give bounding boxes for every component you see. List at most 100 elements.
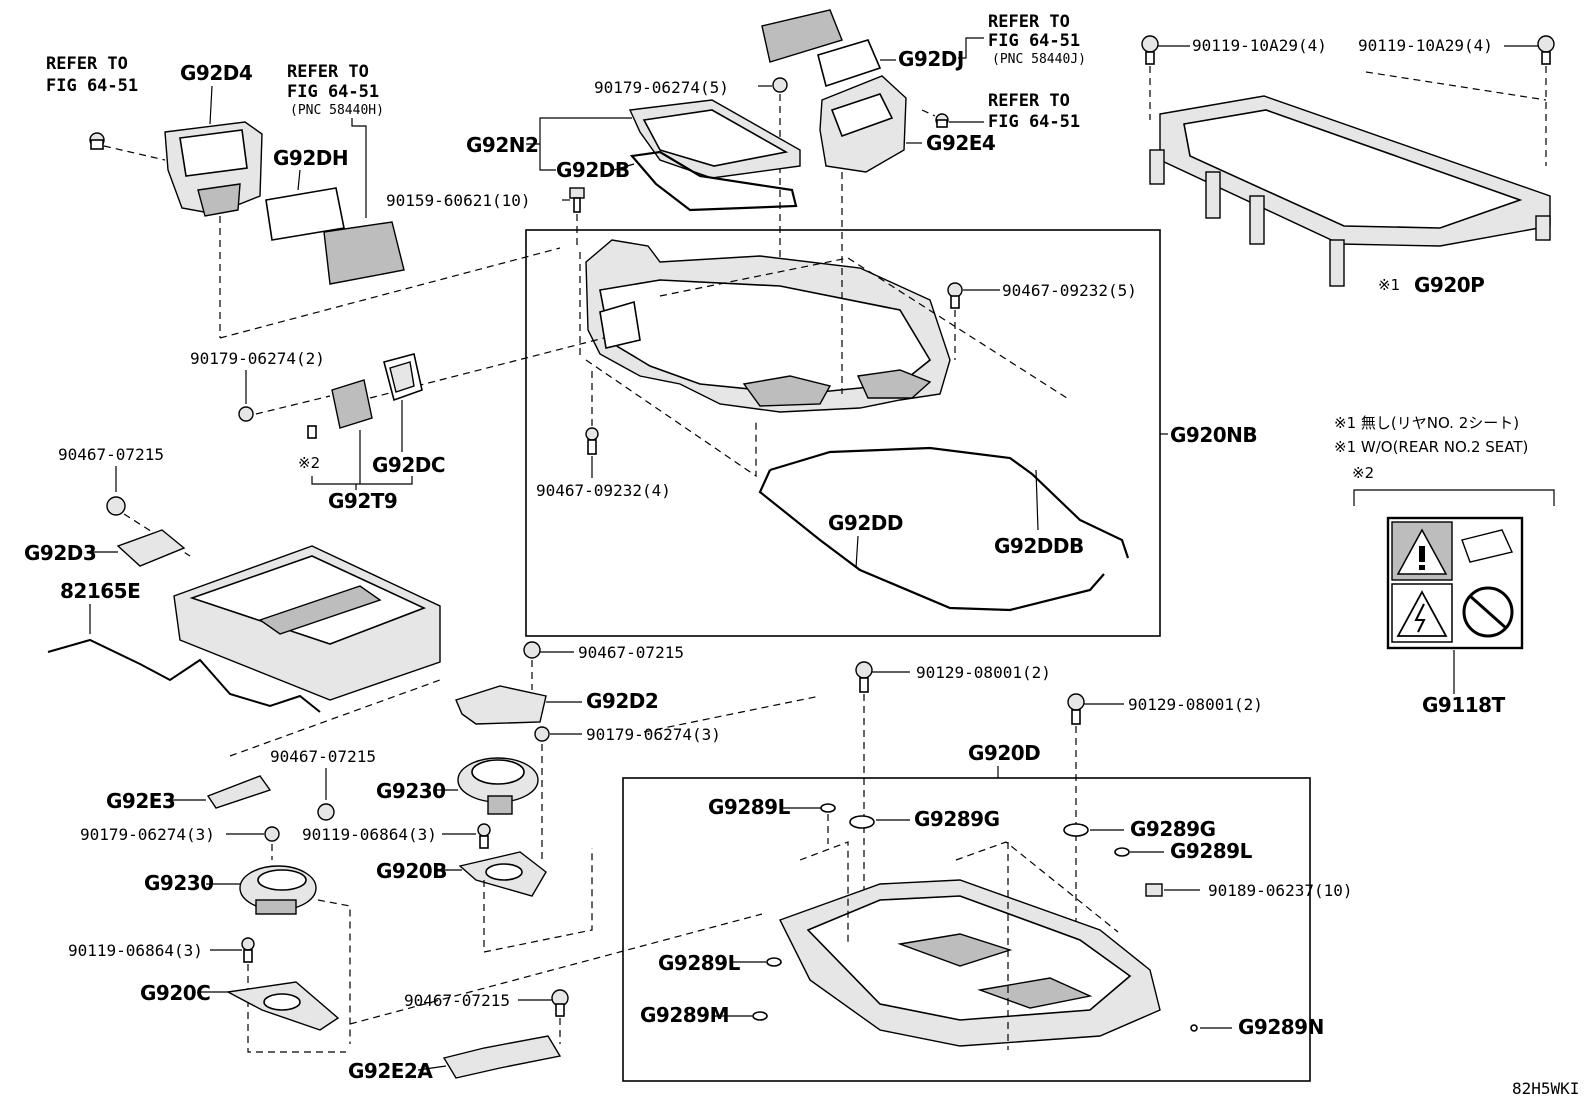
label-g9118t: G9118T bbox=[1422, 693, 1506, 717]
clip-icon bbox=[1145, 883, 1163, 897]
clip-icon bbox=[106, 496, 126, 516]
label-g92e3: G92E3 bbox=[106, 789, 175, 813]
ref-top-left-line2: FIG 64-51 bbox=[46, 76, 138, 96]
gasket-g92db bbox=[629, 150, 798, 212]
label-g92dj: G92DJ bbox=[898, 47, 964, 71]
label-g920b: G920B bbox=[376, 859, 447, 883]
filter-g92t9 bbox=[331, 379, 373, 429]
lower-cover-frame bbox=[622, 777, 1311, 1082]
label-90179-06274-3a: 90179-06274(3) bbox=[586, 725, 721, 744]
label-82165e: 82165E bbox=[60, 579, 140, 603]
washer-g9289l-a bbox=[820, 803, 836, 813]
label-g92d3: G92D3 bbox=[24, 541, 96, 565]
label-90179-06274-2: 90179-06274(2) bbox=[190, 349, 325, 368]
label-g92t9: G92T9 bbox=[328, 489, 397, 513]
duct-g92d2 bbox=[455, 685, 547, 725]
label-g92dh: G92DH bbox=[273, 146, 348, 170]
nut-icon bbox=[534, 726, 550, 742]
washer-g9289g-a bbox=[849, 815, 875, 829]
mark1-near-g920p: ※1 bbox=[1378, 276, 1400, 294]
filter-frame-g92dh bbox=[265, 187, 345, 241]
label-90129-08001-a: 90129-08001(2) bbox=[916, 663, 1051, 682]
ref-mid-left-line1: REFER TO bbox=[287, 62, 369, 82]
clip-icon bbox=[947, 282, 963, 309]
label-g9289g-b: G9289G bbox=[1130, 817, 1216, 841]
label-g9289l-c: G9289L bbox=[658, 951, 741, 975]
label-g9289m: G9289M bbox=[640, 1003, 729, 1027]
label-g92ddb: G92DDB bbox=[994, 534, 1084, 558]
under-cover-g920d bbox=[779, 879, 1161, 1047]
note-mark2: ※2 bbox=[1352, 464, 1374, 482]
label-90119-06864-b: 90119-06864(3) bbox=[68, 941, 203, 960]
warning-label-g9118t bbox=[1386, 516, 1524, 650]
label-90467-09232-4: 90467-09232(4) bbox=[536, 481, 671, 500]
label-g920d: G920D bbox=[968, 741, 1040, 765]
label-g9289g-a: G9289G bbox=[914, 807, 1000, 831]
label-g92dd: G92DD bbox=[828, 511, 903, 535]
washer-g9289m bbox=[752, 1011, 768, 1021]
gasket-g92dd bbox=[758, 469, 1105, 612]
ref-top-center-pnc: (PNC 58440J) bbox=[992, 52, 1086, 67]
bolt-icon bbox=[855, 661, 873, 693]
battery-pack-82165e bbox=[173, 545, 441, 701]
label-g92n2: G92N2 bbox=[466, 133, 538, 157]
diagram-id: 82H5WKI bbox=[1512, 1079, 1579, 1098]
label-g9230-b: G9230 bbox=[144, 871, 214, 895]
note-line2: ※1 W/O(REAR NO.2 SEAT) bbox=[1334, 438, 1528, 456]
nut-icon bbox=[772, 77, 788, 93]
label-90467-09232-5: 90467-09232(5) bbox=[1002, 281, 1137, 300]
label-g9289l-b: G9289L bbox=[1170, 839, 1253, 863]
label-g920p: G920P bbox=[1414, 273, 1484, 297]
filter-frame-g92dj bbox=[817, 39, 882, 88]
bolt-icon bbox=[241, 937, 255, 963]
bolt-icon bbox=[477, 823, 491, 849]
bolt-icon bbox=[569, 187, 585, 213]
wire-harness-icon bbox=[47, 638, 321, 713]
label-90467-07215-d: 90467-07215 bbox=[404, 991, 510, 1010]
label-g920nb: G920NB bbox=[1170, 423, 1257, 447]
bracket-frame-g920p bbox=[1149, 95, 1551, 287]
ref-top-center-line1: REFER TO bbox=[988, 12, 1070, 32]
label-90159-60621-10: 90159-60621(10) bbox=[386, 191, 531, 210]
label-g92e4: G92E4 bbox=[926, 131, 995, 155]
screw-icon bbox=[935, 113, 949, 128]
clip-icon bbox=[317, 803, 335, 821]
clip-icon bbox=[585, 427, 599, 455]
clip-icon bbox=[551, 989, 569, 1017]
washer-g9289l-c bbox=[766, 957, 782, 967]
washer-g9289l-b bbox=[1114, 847, 1130, 857]
manual-book-icon bbox=[1461, 529, 1513, 563]
fan-g9230-b bbox=[239, 865, 317, 915]
battery-case-frame bbox=[525, 229, 1161, 637]
label-g9230-a: G9230 bbox=[376, 779, 446, 803]
cover-panel-g92n2 bbox=[628, 99, 801, 179]
duct-g92e4 bbox=[819, 75, 907, 173]
clip-icon bbox=[523, 641, 541, 659]
label-g9289l-a: G9289L bbox=[708, 795, 791, 819]
clip-small bbox=[307, 425, 317, 439]
electric-hazard-icon bbox=[1396, 590, 1448, 637]
label-g92d2: G92D2 bbox=[586, 689, 658, 713]
bolt-icon bbox=[1537, 35, 1555, 65]
duct-g92d4 bbox=[164, 121, 263, 217]
label-g9289n: G9289N bbox=[1238, 1015, 1324, 1039]
label-g92db: G92DB bbox=[556, 158, 630, 182]
seal-g92dc bbox=[383, 353, 423, 402]
ref-top-center-line2: FIG 64-51 bbox=[988, 31, 1080, 51]
label-g92e2a: G92E2A bbox=[348, 1059, 433, 1083]
ref-mid-left-line2: FIG 64-51 bbox=[287, 82, 379, 102]
bracket-g92e3 bbox=[206, 775, 272, 809]
bolt-icon bbox=[1067, 693, 1085, 725]
fan-g9230-a bbox=[457, 757, 539, 815]
bracket-g920b bbox=[458, 851, 547, 897]
label-90129-08001-b: 90129-08001(2) bbox=[1128, 695, 1263, 714]
washer-g9289g-b bbox=[1063, 823, 1089, 837]
screw-icon bbox=[89, 132, 105, 150]
ref-mid-left-pnc: (PNC 58440H) bbox=[290, 103, 384, 118]
label-g92dc: G92DC bbox=[372, 453, 445, 477]
gasket-g92ddb bbox=[769, 446, 1130, 559]
label-90467-07215-b: 90467-07215 bbox=[578, 643, 684, 662]
label-90467-07215-a: 90467-07215 bbox=[58, 445, 164, 464]
label-90179-06274-3b: 90179-06274(3) bbox=[80, 825, 215, 844]
